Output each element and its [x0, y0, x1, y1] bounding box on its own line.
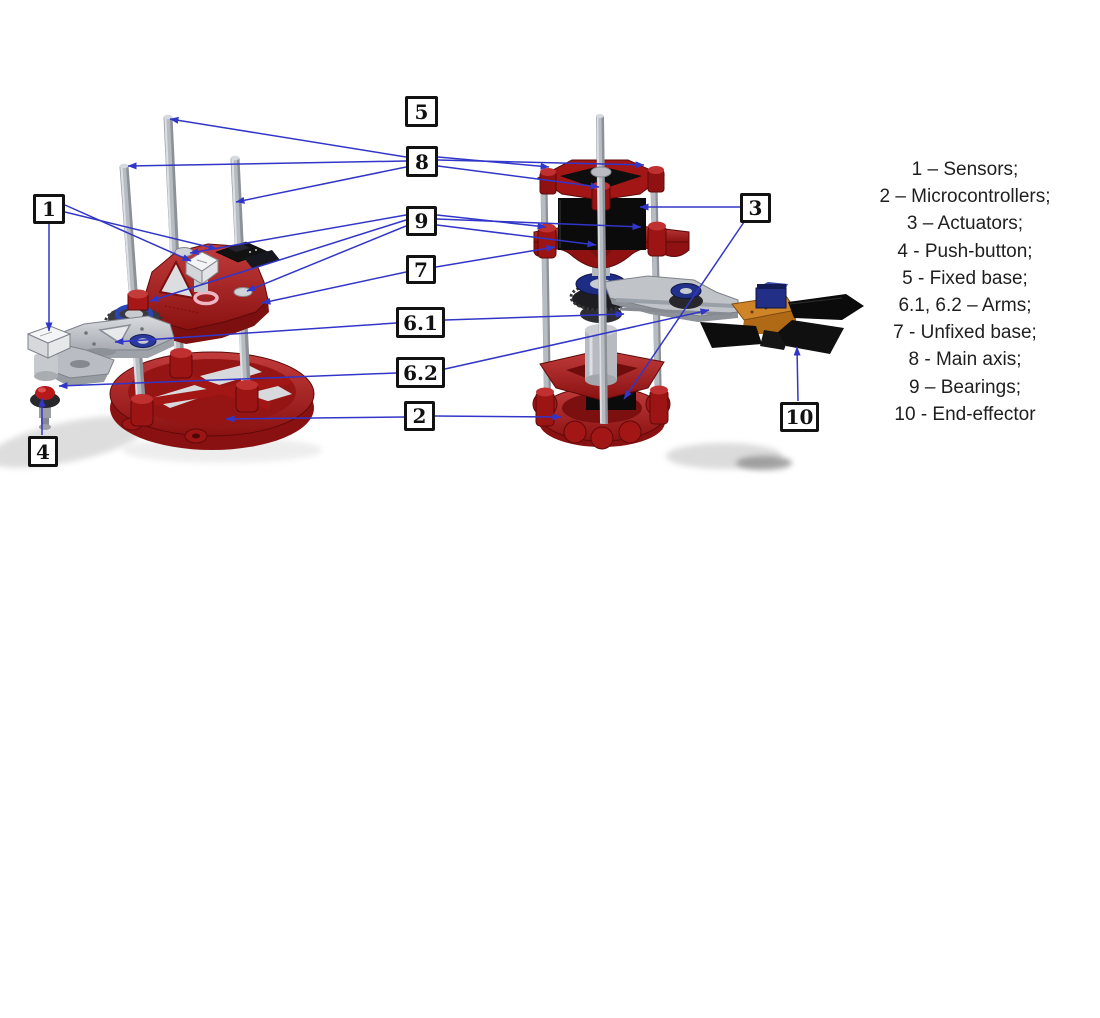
callout-9: 9 — [406, 206, 437, 236]
arrow-7-left-plate — [261, 271, 407, 305]
callout-6-1: 6.1 — [396, 307, 445, 338]
arrow-6-2-left-arm — [58, 372, 397, 390]
arrow-6-1-left-arm — [114, 322, 397, 345]
arrow-8-right-frame-right — [437, 159, 645, 169]
legend-line-10: 10 - End-effector — [894, 403, 1036, 425]
legend-line-9: 9 – Bearings; — [909, 376, 1021, 398]
end-effector — [700, 294, 864, 354]
right-robot-model — [532, 114, 864, 470]
circuit-board — [215, 241, 280, 268]
callout-5: 5 — [405, 96, 438, 127]
arrow-1-board-sensor — [64, 211, 218, 251]
push-button — [30, 386, 60, 430]
arrow-8-left-rod-middle — [169, 116, 407, 158]
arrow-8-left-rod-left — [127, 160, 407, 170]
legend-line-5: 5 - Fixed base; — [902, 267, 1028, 289]
arrow-9-left-bearing-right — [246, 225, 407, 292]
right-arm — [603, 275, 739, 322]
arrow-9-left-bearing-middle — [189, 214, 407, 255]
arrow-6-2-right-arm — [444, 308, 710, 370]
legend-line-7: 7 - Unfixed base; — [893, 322, 1037, 344]
legend-line-4: 4 - Push-button; — [897, 240, 1033, 262]
arrow-6-1-right-arm — [444, 310, 625, 321]
diagram-scene — [0, 114, 864, 470]
arrow-8-left-rod-right — [235, 166, 407, 204]
right-main-axis — [590, 114, 612, 425]
callout-10: 10 — [780, 402, 819, 432]
arrow-9-left-bearing-left — [149, 219, 407, 302]
arrow-2-left-base — [225, 415, 405, 423]
arrow-7-right-plate — [435, 244, 556, 268]
arrow-3-bottom-actuator — [623, 221, 745, 400]
callout-arrows — [38, 116, 801, 435]
legend-line-1: 1 – Sensors; — [911, 159, 1019, 180]
callout-4: 4 — [28, 436, 58, 467]
left-robot-model — [0, 114, 322, 468]
arm-end-sensor — [26, 325, 72, 381]
callout-7: 7 — [406, 255, 436, 284]
callout-6-2: 6.2 — [396, 357, 445, 388]
arrow-9-right-bearing-right — [436, 218, 642, 231]
left-base-rod-bosses — [130, 348, 259, 427]
legend: 1 – Sensors; 2 – Microcontrollers; 3 – A… — [845, 156, 1085, 428]
legend-line-3: 3 – Actuators; — [906, 213, 1024, 235]
arrow-1-plate-sensor — [64, 204, 192, 262]
arrow-9-right-bearing-center — [436, 224, 597, 248]
end-effector-servo — [755, 282, 788, 309]
rod-left — [119, 163, 147, 415]
legend-line-8: 8 - Main axis; — [908, 349, 1022, 371]
legend-line-6: 6.1, 6.2 – Arms; — [898, 295, 1032, 317]
callout-2: 2 — [404, 401, 435, 431]
callout-3: 3 — [740, 193, 771, 223]
callout-1: 1 — [33, 194, 65, 224]
callout-8: 8 — [406, 146, 438, 177]
right-robot-shadow — [666, 443, 792, 470]
arrow-10-end-effector — [793, 346, 801, 402]
arrow-8-right-axis-center — [437, 165, 600, 190]
legend-line-2: 2 – Microcontrollers; — [879, 186, 1051, 208]
arrow-2-right-base — [434, 413, 562, 421]
